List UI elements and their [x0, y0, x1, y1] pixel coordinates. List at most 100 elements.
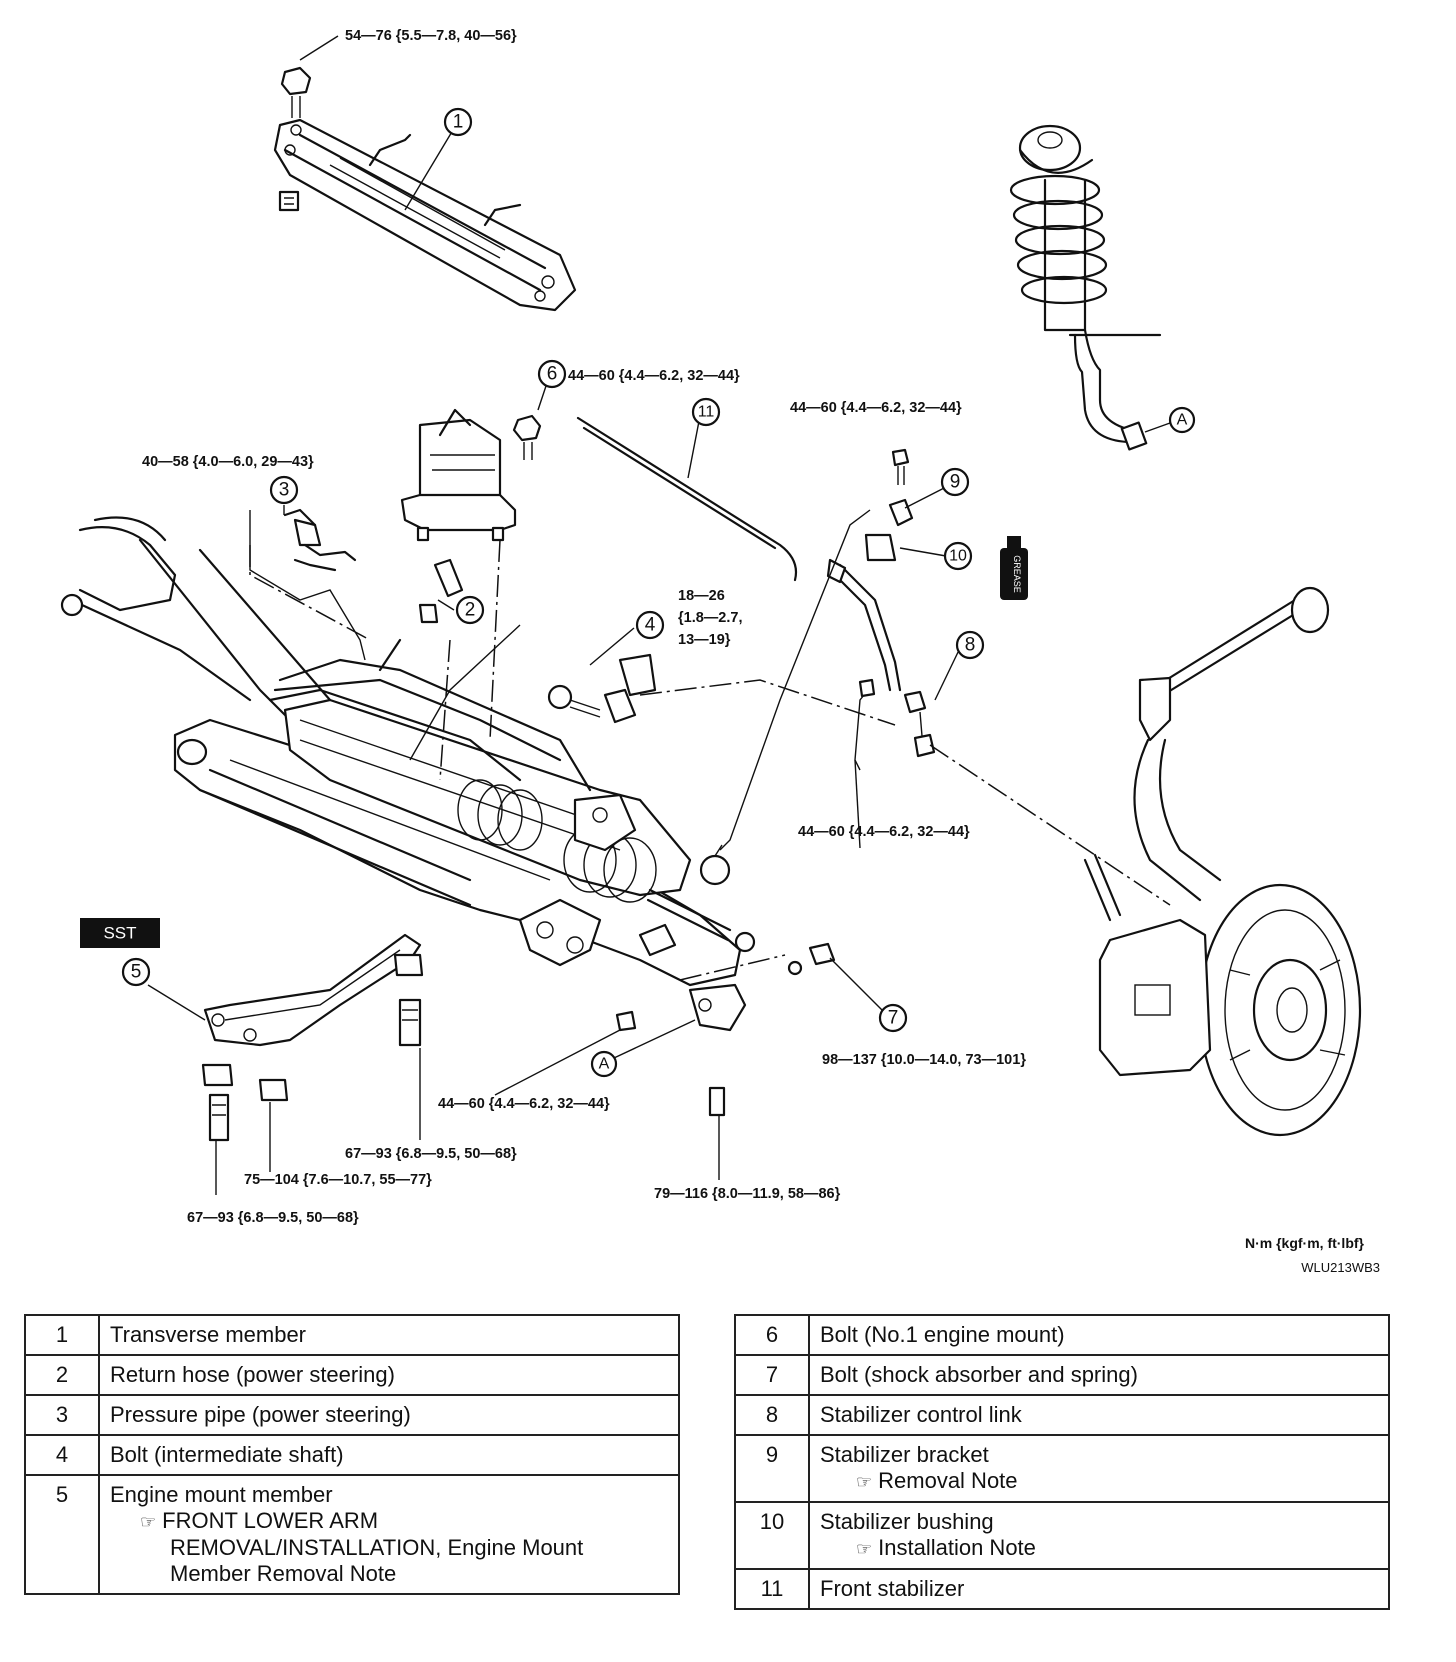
- alignment-lines: [249, 539, 1171, 981]
- engine-mount-member-drawing: [201, 933, 424, 1142]
- torque-label: {1.8—2.7,: [678, 610, 743, 626]
- part-number: 1: [24, 1314, 100, 1356]
- part-number: 7: [734, 1354, 810, 1396]
- callout-4: 4: [635, 610, 665, 640]
- svg-text:SST: SST: [103, 924, 136, 943]
- part-description: Pressure pipe (power steering): [98, 1394, 680, 1436]
- part-description: Return hose (power steering): [98, 1354, 680, 1396]
- part-description: Stabilizer bracket: [820, 1442, 989, 1467]
- table-row: 11 Front stabilizer: [734, 1568, 1390, 1610]
- part-description: Transverse member: [98, 1314, 680, 1356]
- strut-assembly-drawing: [1009, 124, 1162, 451]
- part-description: Front stabilizer: [808, 1568, 1390, 1610]
- knuckle-hub-brake-drawing: [1083, 586, 1362, 1137]
- grease-tube-icon: GREASE: [1000, 536, 1028, 600]
- reference-a-top: A: [1168, 406, 1196, 434]
- torque-units: N·m {kgf·m, ft·lbf}: [1245, 1235, 1365, 1251]
- part-number: 9: [734, 1434, 810, 1503]
- torque-label: 79—116 {8.0—11.9, 58—86}: [654, 1186, 841, 1202]
- callout-7: 7: [878, 1003, 908, 1033]
- torque-label: 44—60 {4.4—6.2, 32—44}: [568, 368, 740, 384]
- part-description: Engine mount member: [110, 1482, 333, 1507]
- reference-link[interactable]: Removal Note: [878, 1468, 1018, 1493]
- parts-table-right: 6 Bolt (No.1 engine mount) 7 Bolt (shock…: [734, 1314, 1390, 1610]
- front-stabilizer-drawing: [576, 416, 902, 692]
- torque-label: 98—137 {10.0—14.0, 73—101}: [822, 1052, 1026, 1068]
- callout-10: 10: [943, 541, 973, 571]
- part-number: 11: [734, 1568, 810, 1610]
- torque-label: 44—60 {4.4—6.2, 32—44}: [438, 1096, 610, 1112]
- part-number: 4: [24, 1434, 100, 1476]
- part-description: Bolt (No.1 engine mount): [808, 1314, 1390, 1356]
- table-row: 6 Bolt (No.1 engine mount): [734, 1314, 1390, 1356]
- torque-label: 13—19}: [678, 632, 731, 648]
- reference-link[interactable]: FRONT LOWER ARM: [162, 1508, 379, 1533]
- lower-arm-hardware-drawing: [615, 942, 836, 1117]
- return-hose-drawing: [418, 558, 464, 624]
- reference-link[interactable]: Member Removal Note: [170, 1561, 397, 1586]
- parts-table-left: 1 Transverse member 2 Return hose (power…: [24, 1314, 680, 1595]
- svg-text:3: 3: [279, 480, 290, 501]
- callout-2: 2: [455, 595, 485, 625]
- pressure-pipe-drawing: [249, 508, 366, 661]
- reference-note[interactable]: ☞Removal Note: [820, 1468, 1378, 1495]
- callout-8: 8: [955, 630, 985, 660]
- pointing-hand-icon: ☞: [856, 1539, 873, 1559]
- reference-link[interactable]: REMOVAL/INSTALLATION, Engine Mount: [170, 1535, 584, 1560]
- table-row: 1 Transverse member: [24, 1314, 680, 1356]
- svg-text:4: 4: [645, 615, 656, 636]
- torque-label: 67—93 {6.8—9.5, 50—68}: [187, 1210, 359, 1226]
- reference-note[interactable]: ☞Installation Note: [820, 1535, 1378, 1562]
- svg-text:1: 1: [453, 112, 464, 133]
- table-row: 8 Stabilizer control link: [734, 1394, 1390, 1436]
- engine-mount-drawing: [400, 408, 542, 542]
- part-number: 8: [734, 1394, 810, 1436]
- torque-label: 54—76 {5.5—7.8, 40—56}: [345, 28, 517, 44]
- callout-1: 1: [443, 107, 473, 137]
- table-row: 10 Stabilizer bushing ☞Installation Note: [734, 1501, 1390, 1570]
- stabilizer-control-link-drawing: [854, 678, 936, 771]
- table-row: 3 Pressure pipe (power steering): [24, 1394, 680, 1436]
- stabilizer-bracket-drawing: [719, 448, 914, 851]
- svg-text:A: A: [599, 1056, 610, 1073]
- svg-text:5: 5: [131, 962, 142, 983]
- table-row: 7 Bolt (shock absorber and spring): [734, 1354, 1390, 1396]
- crossmember-and-steering-gear-drawing: [60, 516, 756, 987]
- exploded-suspension-diagram: GREASE 1 2 3 4 5 6 7 8: [60, 28, 1365, 1251]
- svg-text:A: A: [1177, 412, 1188, 429]
- intermediate-shaft-bolt-drawing: [547, 653, 657, 724]
- reference-link[interactable]: Installation Note: [878, 1535, 1036, 1560]
- part-description: Stabilizer control link: [808, 1394, 1390, 1436]
- pointing-hand-icon: ☞: [856, 1472, 873, 1492]
- callout-9: 9: [940, 467, 970, 497]
- callout-6: 6: [537, 359, 567, 389]
- table-row: 5 Engine mount member ☞FRONT LOWER ARM R…: [24, 1474, 680, 1595]
- table-row: 4 Bolt (intermediate shaft): [24, 1434, 680, 1476]
- part-number: 6: [734, 1314, 810, 1356]
- torque-label: 44—60 {4.4—6.2, 32—44}: [790, 400, 962, 416]
- part-description: Stabilizer bushing: [820, 1509, 994, 1534]
- torque-label: 18—26: [678, 588, 725, 604]
- svg-text:6: 6: [547, 364, 558, 385]
- callout-3: 3: [269, 475, 299, 505]
- reference-note[interactable]: ☞FRONT LOWER ARM REMOVAL/INSTALLATION, E…: [110, 1508, 668, 1587]
- transverse-member-drawing: [273, 66, 577, 312]
- reference-a-bottom: A: [590, 1050, 618, 1078]
- part-number: 5: [24, 1474, 100, 1595]
- svg-text:8: 8: [965, 635, 976, 656]
- figure-code: WLU213WB3: [1301, 1260, 1380, 1275]
- part-number: 3: [24, 1394, 100, 1436]
- torque-label: 67—93 {6.8—9.5, 50—68}: [345, 1146, 517, 1162]
- part-number: 10: [734, 1501, 810, 1570]
- pointing-hand-icon: ☞: [140, 1512, 157, 1532]
- part-number: 2: [24, 1354, 100, 1396]
- svg-text:10: 10: [949, 548, 967, 565]
- svg-text:9: 9: [950, 472, 961, 493]
- svg-text:2: 2: [465, 600, 476, 621]
- torque-label: 44—60 {4.4—6.2, 32—44}: [798, 824, 970, 840]
- svg-text:11: 11: [698, 404, 715, 421]
- callout-5: 5: [121, 957, 151, 987]
- part-description: Bolt (shock absorber and spring): [808, 1354, 1390, 1396]
- torque-label: 40—58 {4.0—6.0, 29—43}: [142, 454, 314, 470]
- part-description: Bolt (intermediate shaft): [98, 1434, 680, 1476]
